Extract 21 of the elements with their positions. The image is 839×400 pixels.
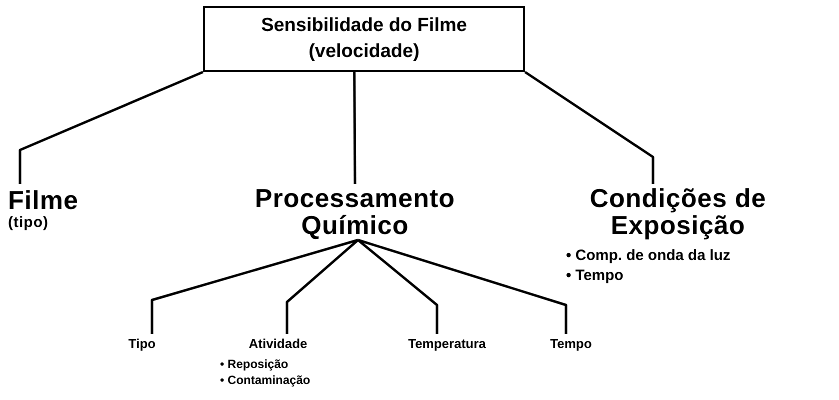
node-label: Temperatura: [408, 336, 486, 350]
bullet-item: • Comp. de onda da luz: [566, 246, 730, 266]
node-subtitle: (tipo): [8, 214, 48, 231]
connector-line: [524, 70, 654, 184]
bullet-item: • Reposição: [220, 357, 290, 373]
node-title: Processamento Químico: [254, 184, 456, 240]
node-title: Sensibilidade do Filme (velocidade): [260, 14, 468, 64]
connector-line: [18, 70, 204, 184]
connector-line: [357, 239, 438, 334]
bullet-item: • Tempo: [566, 266, 624, 285]
connector-line: [150, 238, 358, 334]
connector-line: [358, 238, 568, 334]
bullet-item: • Contaminação: [220, 372, 310, 388]
connector-line: [353, 72, 356, 184]
node-title: Filme: [8, 187, 78, 215]
connector-line: [286, 239, 359, 334]
title-box: [203, 6, 525, 72]
node-label: Atividade: [248, 336, 308, 350]
node-label: Tipo: [128, 336, 156, 350]
node-label: Tempo: [550, 336, 592, 350]
node-title: Condições de Exposição: [588, 184, 768, 240]
